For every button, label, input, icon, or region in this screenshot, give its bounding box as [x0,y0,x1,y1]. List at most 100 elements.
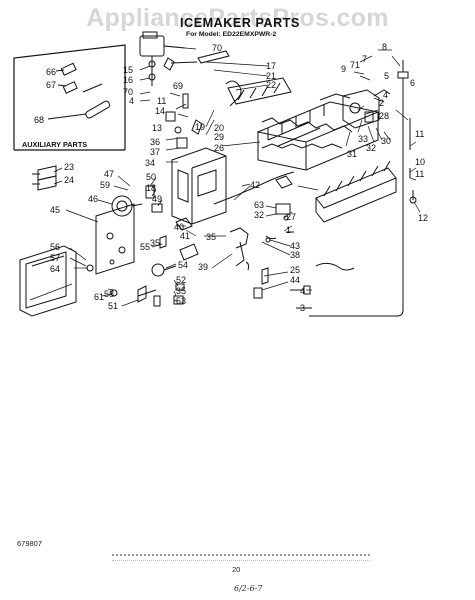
callout-17: 17 [266,61,276,71]
callout-41: 41 [180,231,190,241]
callout-44: 44 [290,275,300,285]
motor-housing [342,89,391,129]
callout-10: 10 [415,157,425,167]
callout-36: 36 [150,137,160,147]
callout-39: 39 [198,262,208,272]
callout-32-center: 32 [254,210,264,220]
callout-54: 54 [178,260,188,270]
handwritten-note: 6/2-6-7 [234,584,263,593]
callout-52: 52 [176,275,186,285]
page-number: 20 [232,565,241,574]
callout-35-bottom: 35 [176,286,186,296]
callout-31: 31 [347,149,357,159]
ice-ejector [261,93,353,133]
callout-59: 59 [100,180,110,190]
callout-64: 64 [50,264,60,274]
callout-2: 2 [379,98,384,108]
callout-56: 56 [50,242,60,252]
callout-1: 1 [286,225,291,235]
callout-20: 20 [214,123,224,133]
callout-9: 9 [341,64,346,74]
mounting-screws [265,231,312,309]
callout-55: 55 [140,242,150,252]
callout-12: 12 [418,213,428,223]
callout-29: 29 [214,132,224,142]
callout-18: 18 [146,183,156,193]
callout-28: 28 [379,111,389,121]
callout-57: 57 [50,253,60,263]
callout-65: 66 [46,67,56,77]
callout-35-center: 35 [206,232,216,242]
callout-23: 23 [64,162,74,172]
watermark: AppliancePartsPros.com [86,4,389,32]
document-code: 679807 [17,539,43,548]
auxiliary-parts-label: AUXILIARY PARTS [22,140,88,149]
callout-33: 33 [358,134,368,144]
callout-11-bottom: 11 [415,169,424,179]
callout-46: 46 [88,194,98,204]
callout-67: 68 [34,115,44,125]
callout-22: 22 [266,80,276,90]
front-cover [19,245,77,317]
callout-45: 45 [50,205,60,215]
page-title: ICEMAKER PARTS [180,16,300,30]
callout-37: 37 [150,147,160,157]
callout-3: 3 [300,303,305,313]
callout-13: 13 [152,123,162,133]
callout-4-right: 4 [383,90,388,100]
callout-25: 25 [290,265,300,275]
callout-8: 8 [382,42,387,52]
mounting-plate [95,203,135,275]
callout-34: 34 [145,158,155,168]
callout-26: 26 [214,143,224,153]
callout-58: 58 [104,289,114,299]
footer-fine-print [112,554,370,561]
callout-70: 70 [212,43,222,53]
callout-32-right: 32 [366,143,376,153]
callout-11-top: 11 [415,129,424,139]
callout-24: 24 [64,175,74,185]
callout-43: 43 [290,241,300,251]
model-number: For Model: ED22EMXPWR-2 [186,31,277,38]
callout-19: 19 [195,122,205,132]
wire-connectors [32,165,57,191]
callout-4-left: 4 [129,96,134,106]
callout-69: 70 [123,87,133,97]
callout-50: 50 [146,172,156,182]
callout-51: 51 [108,301,118,311]
callout-49: 49 [152,194,162,204]
callout-11-center: 11 [157,96,166,106]
callout-61: 61 [94,292,104,302]
callout-42: 42 [250,180,260,190]
callout-47: 47 [104,169,114,179]
callout-6: 6 [410,78,415,88]
water-valve [139,31,242,135]
fill-trough [227,77,292,105]
callout-21: 21 [266,71,276,81]
callout-63: 63 [254,200,264,210]
drive-motor [111,195,143,217]
shut-off-arm [309,60,417,317]
leader-lines [29,45,421,309]
heater-fins [315,160,397,223]
callout-30: 30 [381,136,391,146]
ice-mold [256,101,380,171]
callout-71: 71 [350,60,360,70]
callout-53: 53 [176,296,186,306]
callout-15: 15 [123,65,133,75]
callout-14: 14 [155,106,165,116]
callout-5: 5 [384,71,389,81]
callout-66: 67 [46,80,56,90]
callout-7: 7 [362,54,367,64]
control-box [171,137,295,225]
callout-68: 69 [173,81,183,91]
callout-38: 38 [290,250,300,260]
callout-27: 27 [286,212,296,222]
callout-40: 40 [174,222,184,232]
callout-35-left: 35 [150,238,160,248]
auxiliary-parts-box [13,44,126,151]
callout-4-bottom: 4 [300,286,305,296]
callout-numbers: 8 7 9 71 5 6 4 2 28 30 32 33 31 11 10 11… [34,42,428,313]
callout-16: 16 [123,75,133,85]
